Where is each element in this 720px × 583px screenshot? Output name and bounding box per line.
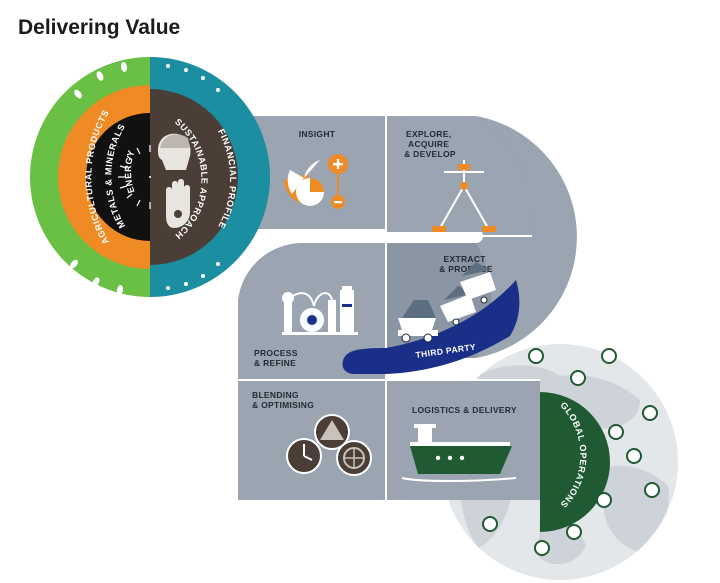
segment-ring: AGRICULTURAL PRODUCTS METALS & MINERALS … — [30, 57, 270, 297]
location-node-icon — [626, 448, 642, 464]
explore-label: EXPLORE, ACQUIRE & DEVELOP — [404, 129, 456, 159]
third-party-band — [342, 280, 520, 374]
hand-icon — [166, 179, 190, 228]
drilling-rig-icon — [432, 160, 496, 232]
location-node-icon — [534, 540, 550, 556]
location-node-icon — [642, 405, 658, 421]
blending-label: BLENDING & OPTIMISING — [252, 390, 314, 410]
worker-head-icon — [158, 133, 191, 170]
location-node-icon — [570, 370, 586, 386]
tile-explore — [386, 116, 533, 232]
green-dots — [70, 62, 128, 295]
pie-chart-plus-minus-icon — [284, 154, 348, 209]
extract-label: EXTRACT & PRODUCE — [439, 254, 493, 274]
location-node-icon — [608, 424, 624, 440]
ship-icon — [401, 424, 517, 482]
location-node-icon — [566, 524, 582, 540]
location-node-icon — [482, 516, 498, 532]
mining-trucks-icon — [398, 262, 496, 343]
global-operations-band — [540, 392, 610, 532]
location-node-icon — [644, 482, 660, 498]
global-nodes — [482, 348, 660, 556]
teal-dots — [166, 64, 220, 290]
tile-logistics — [386, 380, 540, 500]
location-node-icon — [596, 492, 612, 508]
svg-text:ENERGY: ENERGY — [123, 149, 137, 195]
location-node-icon — [528, 348, 544, 364]
clock-and-dials-icon — [286, 414, 372, 476]
logistics-label: LOGISTICS & DELIVERY — [412, 405, 517, 415]
process-label: PROCESS & REFINE — [254, 348, 300, 368]
location-node-icon — [601, 348, 617, 364]
page-title: Delivering Value — [18, 16, 181, 39]
refinery-icon — [282, 286, 358, 335]
insight-label: INSIGHT — [299, 129, 336, 139]
energy-label: ENERGY — [123, 149, 136, 195]
sunburst-icon — [118, 145, 151, 209]
